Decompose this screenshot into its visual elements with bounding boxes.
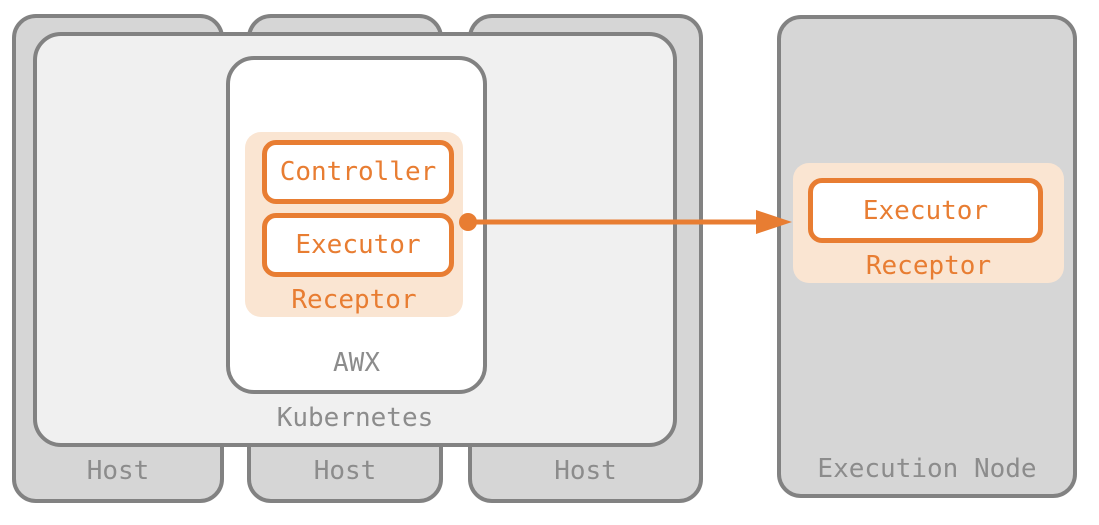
awx-executor-box: Executor (262, 213, 454, 277)
awx-label: AWX (333, 348, 380, 378)
execution-node-executor-box: Executor (808, 178, 1043, 243)
execution-node-label: Execution Node (817, 454, 1037, 484)
awx-executor-label: Executor (295, 230, 421, 260)
execution-node-executor-label: Executor (862, 195, 989, 226)
execution-node-receptor-label: Receptor (865, 251, 992, 281)
controller-box: Controller (262, 140, 454, 204)
kubernetes-label: Kubernetes (276, 403, 434, 433)
controller-label: Controller (279, 157, 437, 187)
host-label-1: Host (86, 456, 150, 486)
host-label-2: Host (313, 456, 377, 486)
host-label-3: Host (554, 456, 617, 486)
awx-receptor-label: Receptor (291, 285, 417, 315)
